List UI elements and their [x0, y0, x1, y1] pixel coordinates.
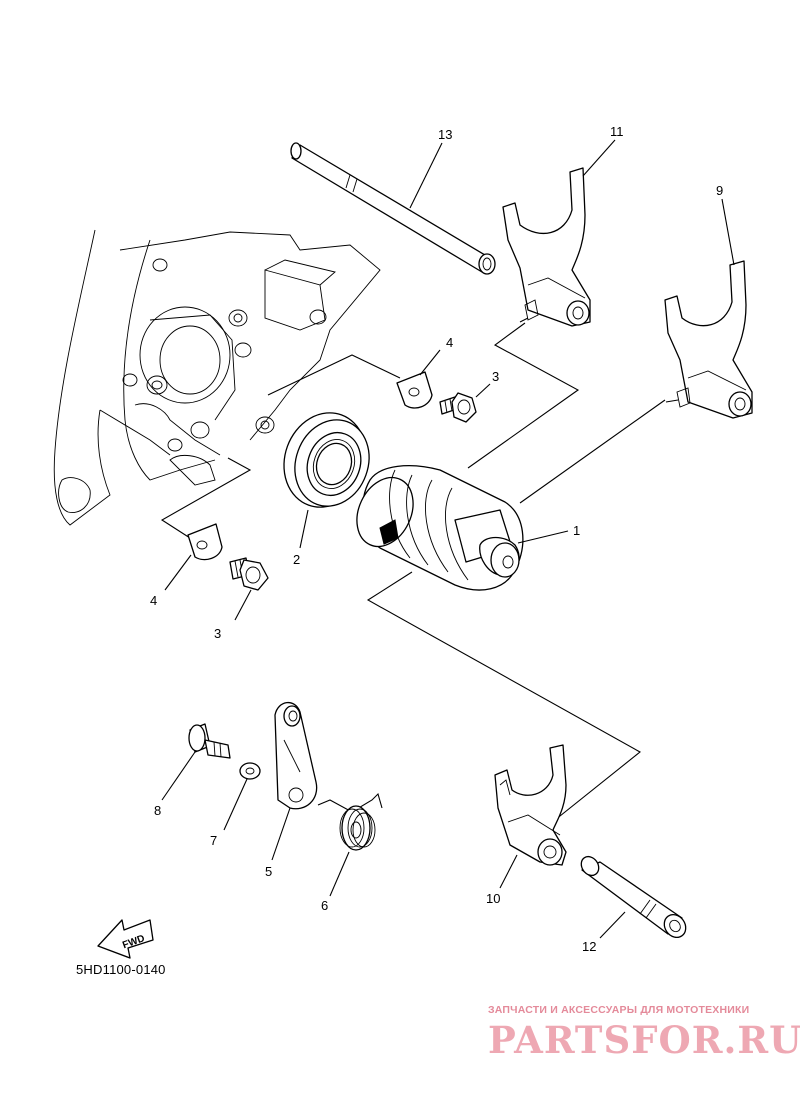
part-10-shift-fork[interactable] [494, 744, 567, 866]
watermark-tagline: ЗАПЧАСТИ И АКСЕССУАРЫ ДЛЯ МОТОТЕХНИКИ [488, 1004, 750, 1016]
part-3-bolt-upper[interactable] [439, 392, 477, 423]
part-7-washer[interactable] [239, 762, 261, 780]
part-5-stopper-lever[interactable] [274, 701, 318, 810]
crankcase [53, 229, 381, 526]
callout-12: 12 [582, 939, 596, 954]
callout-1: 1 [573, 523, 580, 538]
part-1-shift-drum[interactable] [346, 465, 524, 591]
assembly-lines [160, 322, 666, 821]
callout-8: 8 [154, 803, 161, 818]
part-4-lock-plate-upper[interactable] [396, 371, 433, 409]
callout-numbers: 1 2 3 3 4 4 5 6 7 8 9 10 11 12 13 [150, 124, 723, 954]
callout-4-upper: 4 [446, 335, 453, 350]
callout-3-upper: 3 [492, 369, 499, 384]
part-4-lock-plate-lower[interactable] [187, 523, 223, 561]
callout-7: 7 [210, 833, 217, 848]
callout-9: 9 [716, 183, 723, 198]
callout-2: 2 [293, 552, 300, 567]
part-3-bolt-lower[interactable] [229, 557, 269, 591]
callout-leaders [161, 139, 735, 939]
part-8-bolt[interactable] [188, 723, 231, 759]
part-12-guide-bar[interactable] [578, 853, 690, 941]
part-6-torsion-spring[interactable] [317, 792, 383, 851]
fwd-arrow-icon: FWD [97, 919, 154, 959]
part-11-shift-fork[interactable] [502, 167, 591, 327]
part-9-shift-fork[interactable] [664, 260, 753, 419]
part-2-bearing[interactable] [271, 401, 381, 519]
watermark-logo: PARTSFOR.RU [488, 1018, 800, 1062]
callout-4-lower: 4 [150, 593, 157, 608]
callout-6: 6 [321, 898, 328, 913]
callout-3-lower: 3 [214, 626, 221, 641]
callout-13: 13 [438, 127, 452, 142]
callout-11: 11 [610, 124, 624, 139]
diagram-code: 5HD1100-0140 [76, 962, 166, 977]
part-13-shift-fork-shaft[interactable] [290, 142, 496, 275]
callout-10: 10 [486, 891, 500, 906]
callout-5: 5 [265, 864, 272, 879]
